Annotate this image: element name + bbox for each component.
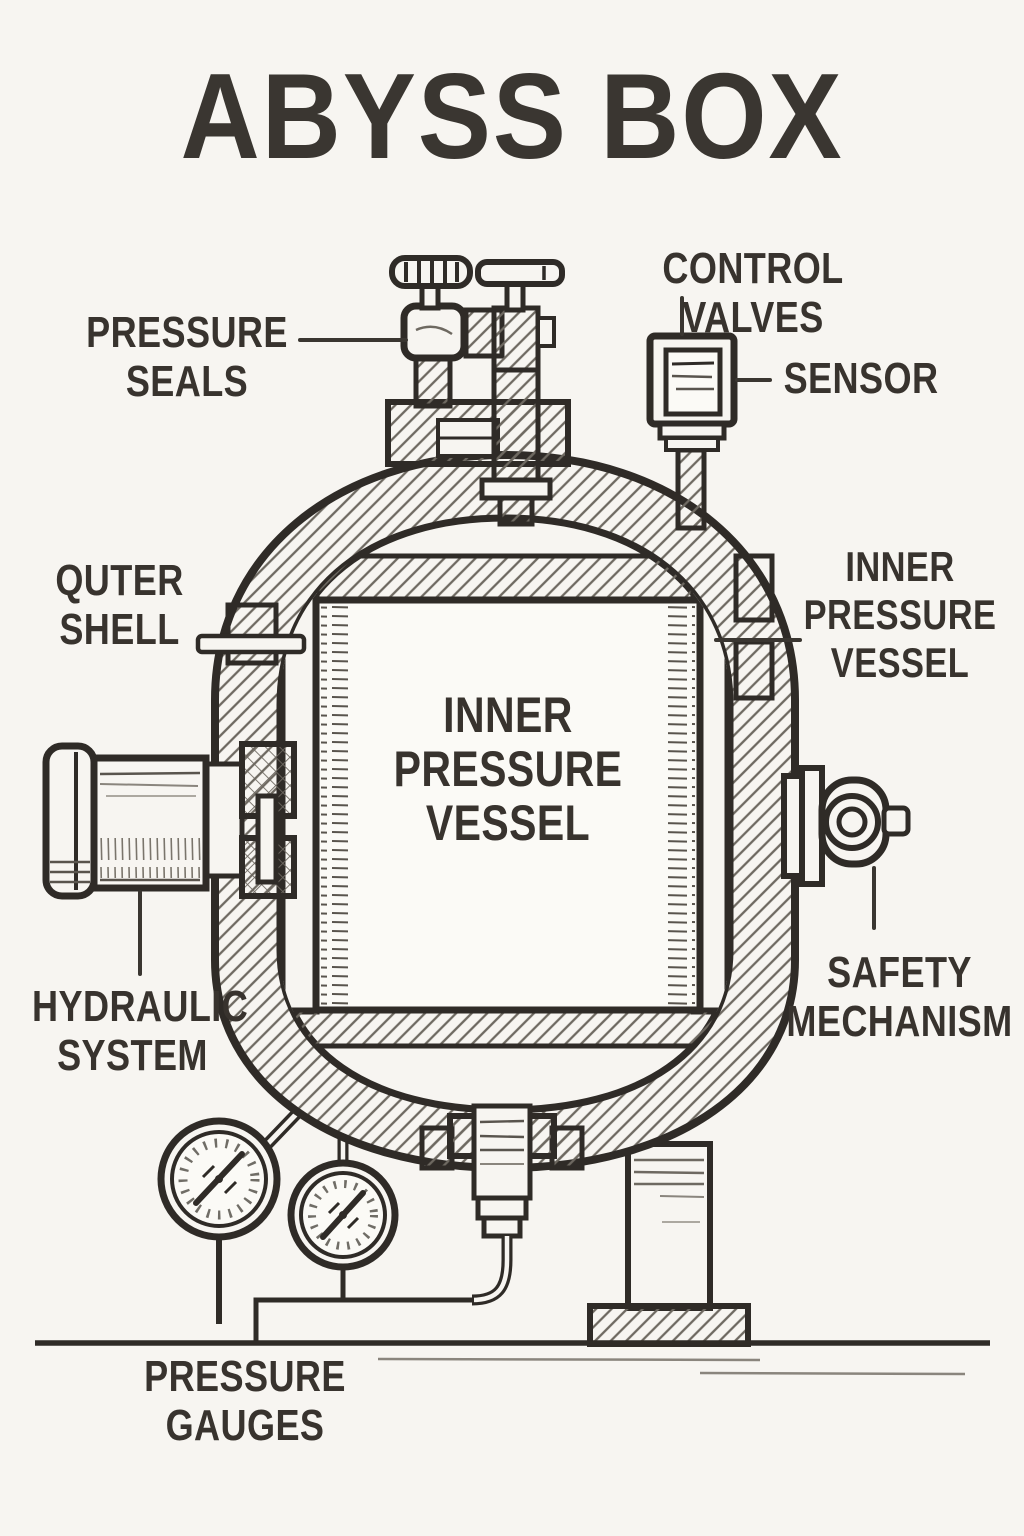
label-safety-mechanism: SAFETY MECHANISM bbox=[786, 948, 1013, 1047]
drain-fitting bbox=[419, 1103, 585, 1239]
ground-line bbox=[35, 1340, 990, 1376]
leader-lines bbox=[138, 296, 876, 976]
sensor-icon bbox=[646, 332, 738, 531]
label-inner-pressure-vessel-center: INNER PRESSURE VESSEL bbox=[393, 687, 623, 851]
label-hydraulic-system: HYDRAULIC SYSTEM bbox=[32, 982, 249, 1081]
pressure-seal-valve-right-icon bbox=[475, 259, 565, 527]
shell-stub-port bbox=[195, 633, 307, 655]
label-pressure-seals: PRESSURE SEALS bbox=[86, 308, 288, 407]
label-inner-pressure-vessel-side: INNER PRESSURE VESSEL bbox=[803, 543, 997, 686]
label-sensor: SENSOR bbox=[783, 354, 939, 403]
support-base bbox=[587, 1303, 751, 1347]
label-pressure-gauges: PRESSURE GAUGES bbox=[144, 1352, 346, 1451]
support-leg bbox=[625, 1141, 713, 1311]
pressure-seal-valve-left-icon bbox=[389, 255, 505, 409]
vessel-edge-ticks-right bbox=[668, 605, 695, 1005]
inner-vessel-bottom-band bbox=[280, 1007, 730, 1049]
vessel-edge-ticks-left bbox=[321, 605, 348, 1005]
outer-shell-shape bbox=[211, 450, 799, 1173]
pressure-gauge-left-icon bbox=[157, 1117, 281, 1324]
vessel-neck bbox=[385, 399, 571, 467]
safety-mechanism-icon bbox=[781, 765, 911, 887]
page-title: ABYSS BOX bbox=[180, 48, 844, 184]
drain-pipe bbox=[253, 1236, 513, 1342]
label-outer-shell: QUTER SHELL bbox=[55, 556, 184, 655]
inner-pressure-vessel-shape bbox=[312, 596, 704, 1014]
pressure-gauge-right-icon bbox=[287, 1159, 399, 1300]
label-control-valves: CONTROL VALVES bbox=[662, 244, 844, 343]
hydraulic-cylinder-icon bbox=[42, 741, 297, 900]
